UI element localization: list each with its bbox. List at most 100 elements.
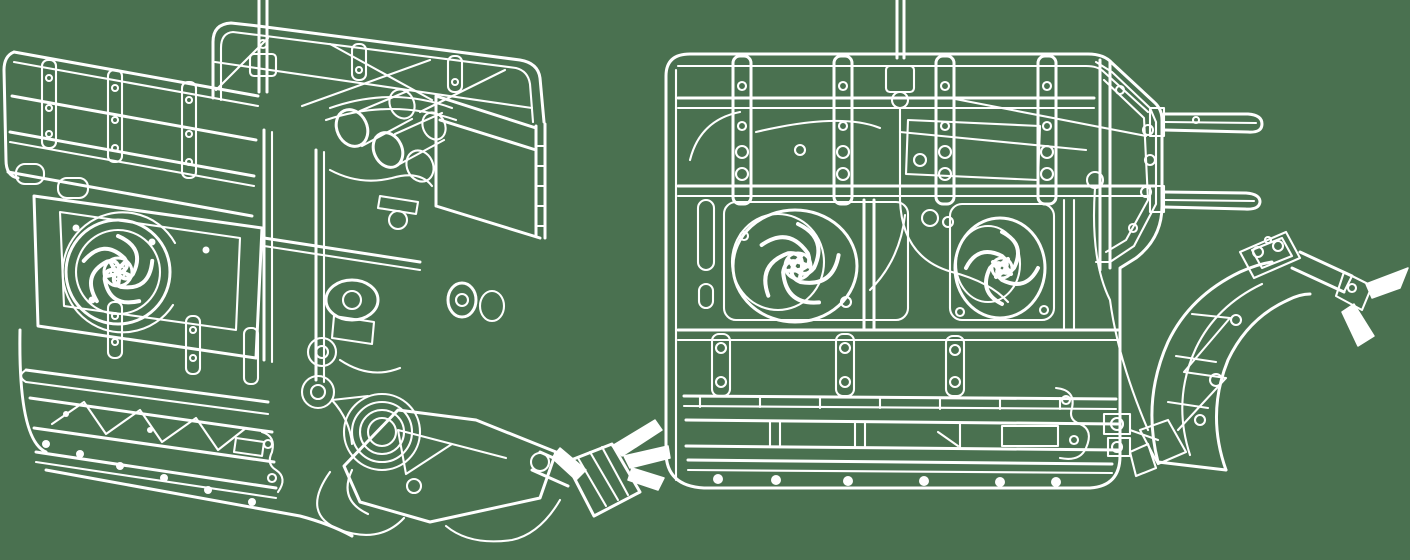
side-pill [14,162,46,186]
roof-brace [300,58,432,108]
bracket-hole [266,472,278,484]
strut-hole [948,343,962,357]
tether-line [895,0,906,60]
strut-hole [44,73,54,83]
panel-slot [697,282,715,310]
strut-hole [736,120,748,132]
strut-hole [734,144,750,160]
fan-ring-outer [64,218,172,326]
cylinder-end [405,149,435,183]
skid-slat [686,468,1114,475]
skid-band [684,444,1120,452]
shoulder-coil [350,400,414,464]
lower-skid [682,332,1160,487]
side-pill [56,176,90,200]
canopy-rail [324,107,458,122]
center-cable [898,106,1010,304]
antenna-mast [248,0,278,94]
claw-finger [1365,267,1409,299]
skid-slat [682,394,1118,401]
strut-hole [939,120,951,132]
fork-tine-line [1162,198,1256,203]
skid-corner [18,328,48,454]
strut-hole [110,83,120,93]
wrist-cap [1342,274,1354,294]
bumper-slat [34,460,278,500]
bolt-hole [160,474,168,482]
truss-web [450,442,508,460]
thruster-panel [948,202,1056,322]
interior-fitting [793,143,807,157]
skid-slat [686,458,1114,466]
fork-tines [1148,106,1264,214]
slat-ticks [698,394,1062,411]
gauge-center [314,344,330,360]
frame-inner-top [676,64,1150,114]
roof-strut-hole [354,65,364,75]
strut-hole [837,120,849,132]
strut-hole [837,80,849,92]
valve-wheel [387,209,409,231]
mast-bolt [257,38,269,50]
bolt-hole [713,474,723,484]
strut-hole [110,337,120,347]
truss-rail [32,426,276,464]
band-box [1000,424,1060,448]
strut-hole [184,157,194,167]
strut-hole [835,166,851,182]
strut-hole [184,95,194,105]
pulley-cable [1092,186,1150,432]
arm-base-plate [1138,418,1188,466]
hanging-strut [184,314,202,376]
roll-cage-frame [664,52,1164,490]
roller [478,289,506,323]
fan-blades [81,234,155,305]
plate-bolt [1127,222,1139,234]
arm-band-outer [1150,260,1274,464]
strut-hole [1041,80,1053,92]
strut-hole [1041,120,1053,132]
tether-socket-eye [890,90,910,110]
shoulder-coil [366,416,398,448]
roof-strut [446,54,464,94]
fan-blades [759,222,841,305]
bracket-hole [262,438,274,450]
band-divider [768,419,962,451]
bolt-hole [248,498,256,506]
strut-hole [714,341,728,355]
fork-tine [1162,190,1262,211]
side-plate [1094,58,1158,272]
arm-band-inner [1214,292,1312,472]
port-thruster-fan [696,198,910,324]
ladder-rail [10,94,258,142]
ladder-end-cap [2,50,20,180]
arm-joint [405,477,423,495]
hanging-strut [242,326,260,386]
bolt-hole [72,224,80,232]
strut-hole [1039,166,1055,182]
left-view [2,0,671,543]
ladder-rail [6,170,254,218]
right-view [664,0,1409,490]
piping [328,168,434,188]
cylinder-end [371,131,405,169]
strut-hole [838,375,852,389]
manipulator-arm [300,374,671,543]
arm-joint [1193,413,1207,427]
arm-band-mid [1181,282,1264,457]
fan-blade [102,267,142,305]
hydraulic-hose [444,498,562,543]
strut-hole [948,375,962,389]
bolt-hole [1051,477,1061,487]
bumper-slat [24,368,270,404]
equipment-shelf [262,236,422,264]
bolt-hole [42,440,50,448]
roof-rail [256,24,546,124]
s-bracket [260,430,284,494]
pump-hub [309,383,327,401]
starboard-thruster-fan [862,170,1150,432]
fan-blade [763,251,805,298]
strut-hole [939,80,951,92]
bumper-slat [24,380,270,416]
